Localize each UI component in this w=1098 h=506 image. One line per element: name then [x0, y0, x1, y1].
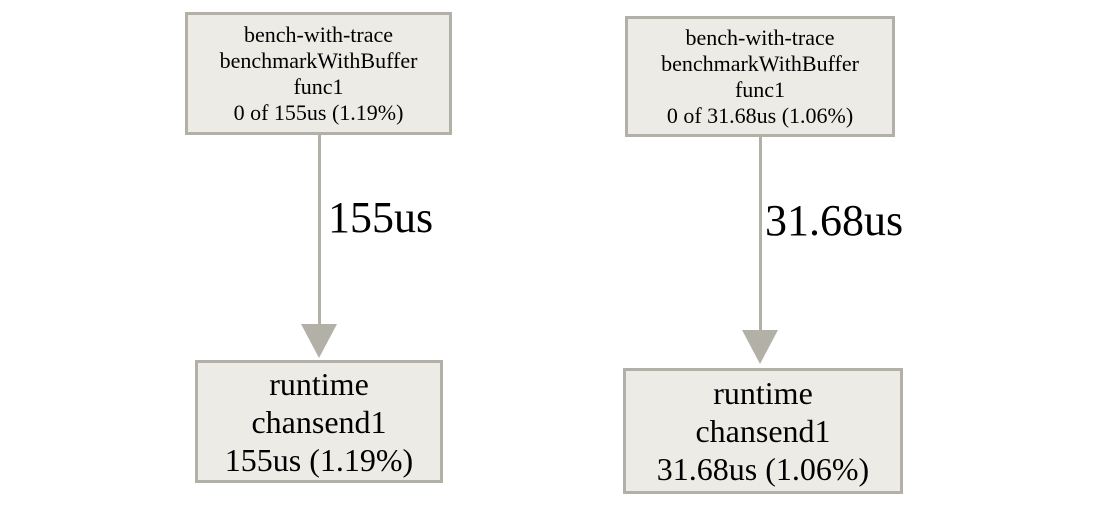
- node-text-line: benchmarkWithBuffer: [219, 47, 418, 73]
- node-text-line: runtime: [713, 375, 813, 411]
- node-text-line: 0 of 31.68us (1.06%): [666, 102, 854, 128]
- node-text-line: runtime: [269, 365, 369, 402]
- node-text-line: 155us (1.19%): [224, 441, 414, 478]
- arrowhead-icon: [742, 330, 778, 364]
- node-text-line: func1: [734, 76, 786, 102]
- node-func1-left[interactable]: bench-with-trace benchmarkWithBuffer fun…: [185, 12, 452, 135]
- node-chansend1-right[interactable]: runtime chansend1 31.68us (1.06%): [623, 368, 903, 494]
- node-text-line: bench-with-trace: [685, 24, 835, 50]
- node-text-line: benchmarkWithBuffer: [661, 50, 859, 76]
- node-func1-right[interactable]: bench-with-trace benchmarkWithBuffer fun…: [625, 16, 895, 137]
- node-chansend1-left[interactable]: runtime chansend1 155us (1.19%): [195, 360, 443, 483]
- node-text-line: bench-with-trace: [243, 21, 394, 47]
- node-text-line: 0 of 155us (1.19%): [233, 99, 404, 125]
- node-text-line: chansend1: [251, 403, 387, 440]
- node-text-line: chansend1: [695, 413, 831, 449]
- edge-label-right: 31.68us: [765, 196, 904, 245]
- node-text-line: func1: [293, 73, 344, 99]
- edge-line-right: [759, 137, 762, 330]
- edge-label-left: 155us: [328, 193, 434, 242]
- node-text-line: 31.68us (1.06%): [656, 451, 870, 487]
- arrowhead-icon: [301, 324, 337, 358]
- edge-line-left: [318, 135, 321, 325]
